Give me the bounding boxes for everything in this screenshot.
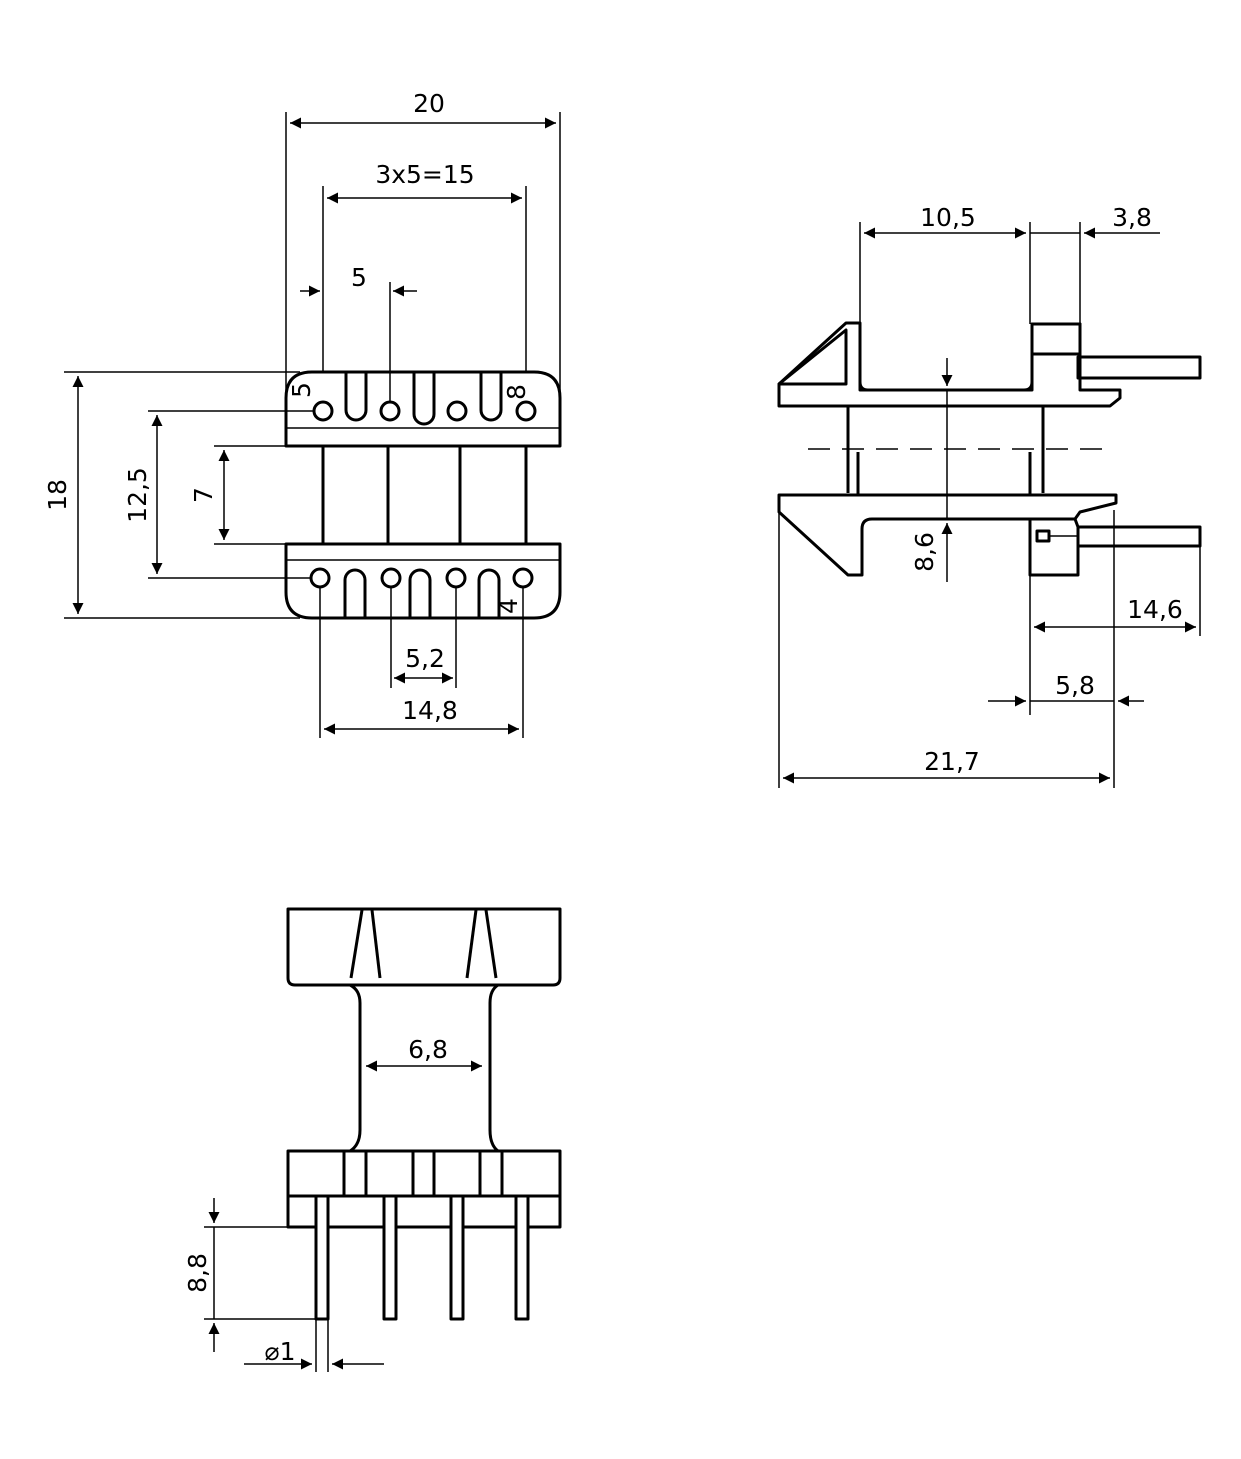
dim-pitch-bottom: 5,2 <box>405 644 445 673</box>
pin-hole <box>312 400 334 422</box>
top-slot <box>479 372 503 422</box>
dim-pin-span-top: 3x5=15 <box>375 160 474 189</box>
dim-window: 10,5 <box>920 203 976 232</box>
top-slot <box>344 372 368 422</box>
pin <box>449 1194 465 1321</box>
dim-overall-width: 20 <box>413 89 445 118</box>
dim-pin-span-bottom: 14,8 <box>402 696 458 725</box>
dim-row-spacing: 12,5 <box>123 467 152 523</box>
bottom-flange <box>284 542 562 620</box>
lower-flange-section <box>1028 517 1080 577</box>
dim-flange-depth: 5,8 <box>1055 671 1095 700</box>
bottom-slot <box>477 568 501 618</box>
front-core <box>349 983 499 1153</box>
pin-hole <box>446 400 468 422</box>
pin-label-5: 5 <box>287 382 316 398</box>
pin-hole <box>515 400 537 422</box>
pin-hole <box>379 400 401 422</box>
dim-height-overall: 18 <box>43 479 72 511</box>
pin-hole <box>512 567 534 589</box>
side-view: 10,5 3,8 8,6 14,6 5,8 21,7 <box>777 203 1202 788</box>
bottom-slot <box>408 568 432 618</box>
dim-pin-reach: 14,6 <box>1127 595 1183 624</box>
dim-pitch-top: 5 <box>351 263 367 292</box>
dim-pin-diameter: ⌀1 <box>265 1337 296 1366</box>
pin <box>1076 355 1202 380</box>
front-base <box>286 1149 562 1229</box>
top-view: 5 8 4 20 3x5=15 5 18 12,5 7 <box>43 89 562 738</box>
pin <box>1076 525 1202 548</box>
pin <box>314 1194 330 1321</box>
pin-hole <box>380 567 402 589</box>
dim-total-length: 21,7 <box>924 747 980 776</box>
pin-label-8: 8 <box>502 384 531 400</box>
front-top-flange <box>286 907 562 987</box>
bottom-slot <box>343 568 367 618</box>
dim-pin-length: 8,8 <box>183 1253 212 1293</box>
dim-core-gap: 7 <box>189 487 218 503</box>
pin-hole <box>309 567 331 589</box>
top-flange <box>284 370 562 448</box>
lower-flange <box>777 493 1118 577</box>
pin-label-4: 4 <box>494 598 523 614</box>
dim-core-width: 6,8 <box>408 1035 448 1064</box>
pin <box>382 1194 398 1321</box>
front-view: 6,8 8,8 ⌀1 <box>183 907 562 1372</box>
dim-core: 8,6 <box>910 532 939 572</box>
pin <box>514 1194 530 1321</box>
top-slot <box>412 372 436 426</box>
pin-hole <box>445 567 467 589</box>
dim-flange: 3,8 <box>1112 203 1152 232</box>
